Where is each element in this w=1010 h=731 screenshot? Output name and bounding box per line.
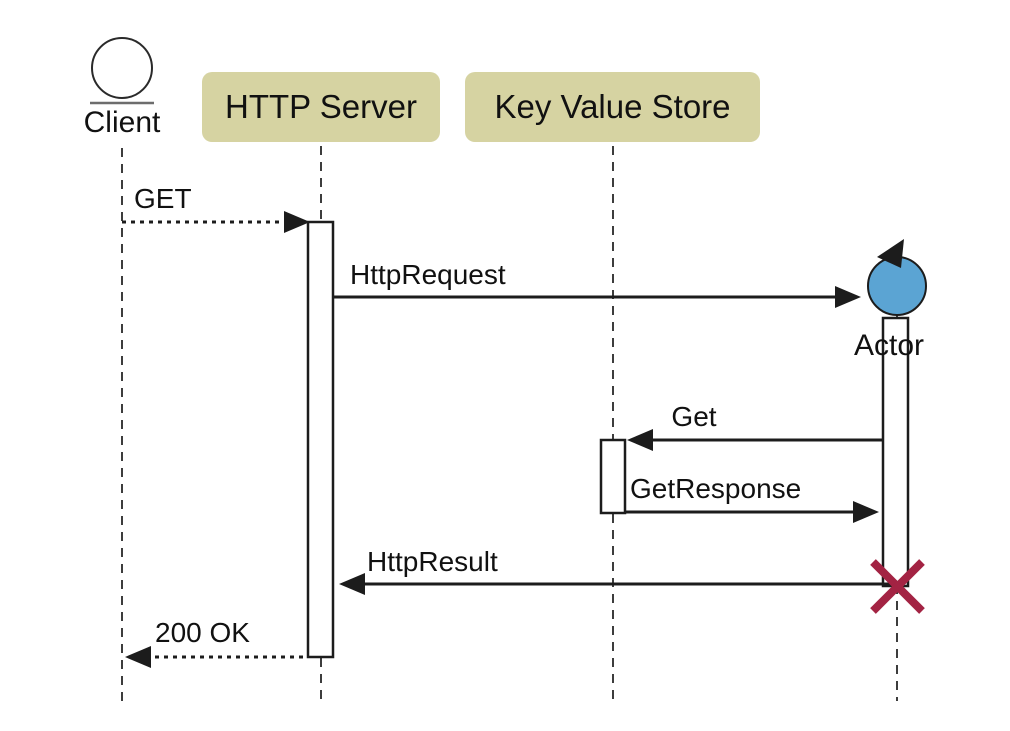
- message-label-getresponse: GetResponse: [630, 473, 802, 504]
- kv-store-activation-bar: [599, 438, 627, 515]
- message-httpresult-arrowhead: [339, 573, 365, 595]
- message-label-get-kv: Get: [671, 401, 717, 432]
- participant-label-client: Client: [83, 106, 161, 139]
- message-label-httprequest: HttpRequest: [350, 259, 506, 290]
- message-httprequest-arrowhead: [835, 286, 861, 308]
- message-label-200ok: 200 OK: [155, 617, 250, 648]
- http-server-box: [202, 72, 440, 142]
- participant-label-kv-store: Key Value Store: [494, 87, 731, 125]
- message-label-httpresult: HttpResult: [367, 546, 498, 577]
- kv-store-box: [465, 72, 760, 142]
- message-get-kv-arrowhead: [627, 429, 653, 451]
- message-getresponse-arrowhead: [853, 501, 879, 523]
- destroy-x-icon: [870, 559, 925, 614]
- participant-label-actor: Actor: [853, 329, 925, 362]
- circle-actor-icon: [91, 37, 153, 99]
- actor-activation-bar: [881, 316, 910, 588]
- participant-label-http-server: HTTP Server: [225, 87, 417, 125]
- control-loop-arrowhead-icon: [877, 239, 904, 268]
- message-label-get: GET: [134, 183, 192, 214]
- http-server-activation-bar: [306, 220, 335, 659]
- message-200ok-arrowhead: [125, 646, 151, 668]
- message-get-arrowhead: [284, 211, 310, 233]
